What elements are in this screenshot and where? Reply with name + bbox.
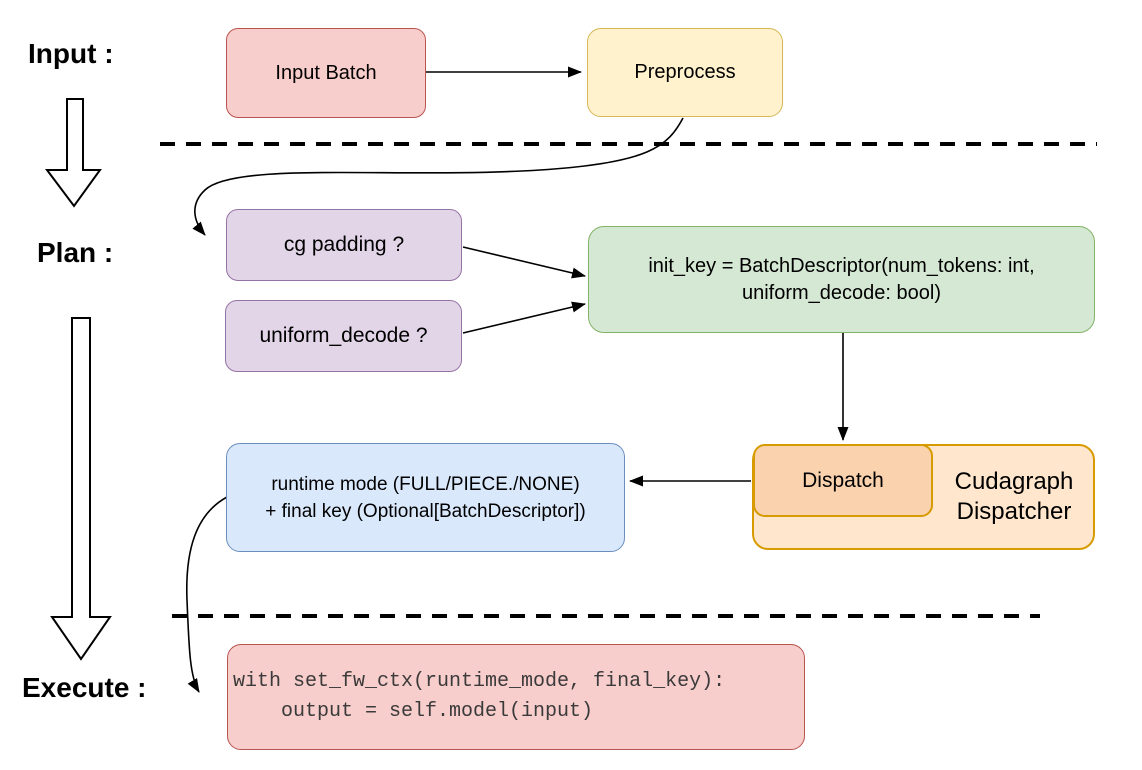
node-dispatch-label: Dispatch: [802, 468, 884, 492]
node-execute-code: with set_fw_ctx(runtime_mode, final_key)…: [227, 644, 805, 750]
node-input-batch: Input Batch: [226, 28, 426, 118]
execute-code-line1: with set_fw_ctx(runtime_mode, final_key)…: [233, 670, 726, 693]
cudagraph-line1: Cudagraph: [954, 468, 1074, 495]
node-input-batch-label: Input Batch: [275, 61, 377, 84]
node-preprocess: Preprocess: [587, 28, 783, 117]
node-preprocess-label: Preprocess: [634, 61, 736, 83]
node-init-key: init_key = BatchDescriptor(num_tokens: i…: [588, 226, 1095, 333]
stage-label-execute: Execute :: [22, 672, 147, 703]
node-runtime-result: runtime mode (FULL/PIECE./NONE) + final …: [226, 443, 625, 552]
arrow-runtime-result-to-execute-code: [185, 496, 228, 693]
node-uniform-decode: uniform_decode ?: [225, 300, 462, 372]
node-init-key-line1: init_key = BatchDescriptor(num_tokens: i…: [648, 254, 1035, 277]
cudagraph-line2: Dispatcher: [956, 498, 1072, 525]
node-uniform-decode-label: uniform_decode ?: [259, 324, 428, 347]
flow-arrow-input-to-plan: [45, 98, 102, 208]
arrow-cg-padding-to-init-key: [462, 246, 586, 279]
arrow-uniform-decode-to-init-key: [462, 301, 586, 334]
node-dispatch: Dispatch: [753, 444, 933, 517]
node-cg-padding: cg padding ?: [226, 209, 462, 281]
node-cg-padding-label: cg padding ?: [283, 233, 405, 256]
node-cudagraph-dispatcher-label: Cudagraph Dispatcher: [933, 444, 1095, 550]
arrow-preprocess-to-cg-padding: [192, 117, 684, 236]
flow-arrow-plan-to-execute: [50, 317, 112, 661]
node-init-key-line2: uniform_decode: bool): [741, 281, 941, 304]
execute-code-line2: output = self.model(input): [233, 700, 594, 723]
node-runtime-result-line2: + final key (Optional[BatchDescriptor]): [265, 500, 586, 522]
node-runtime-result-line1: runtime mode (FULL/PIECE./NONE): [271, 473, 580, 495]
stage-label-plan: Plan :: [37, 237, 114, 268]
stage-label-input: Input :: [28, 38, 114, 69]
